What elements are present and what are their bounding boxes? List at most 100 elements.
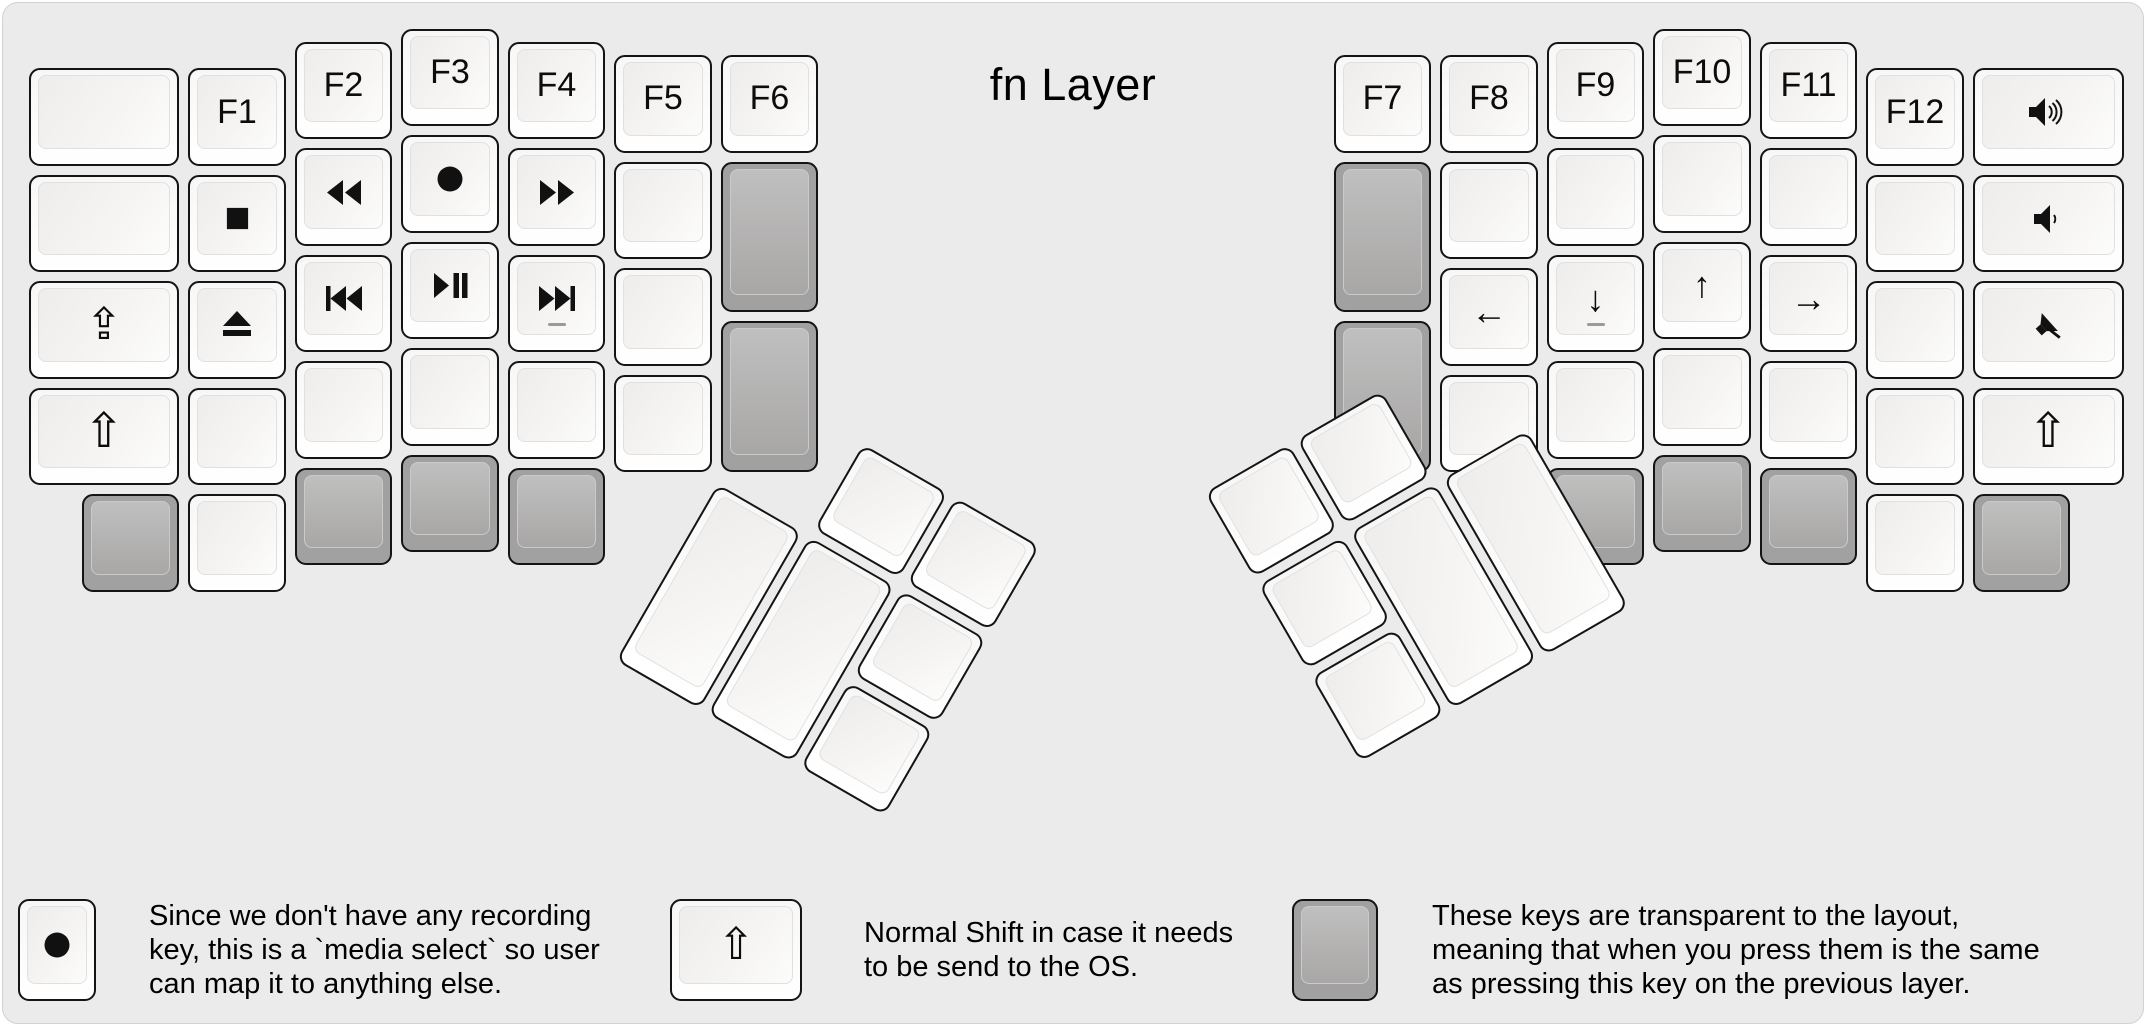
key-caps-lock: ⇪ xyxy=(28,281,180,379)
key-blank xyxy=(1866,281,1964,379)
key-label: F4 xyxy=(536,66,577,105)
key-blank xyxy=(1546,361,1645,459)
key-f12: F12 xyxy=(1866,68,1964,166)
key-rewind xyxy=(294,148,393,246)
keycap-top xyxy=(1768,155,1849,229)
keycap-top xyxy=(197,288,277,362)
key-label: F12 xyxy=(1885,92,1945,131)
key-label: F3 xyxy=(430,52,470,91)
keycap-top xyxy=(1268,546,1375,650)
keycap-top xyxy=(623,381,703,456)
key-fast-forward xyxy=(507,148,606,246)
key-label: F5 xyxy=(643,79,683,118)
keycap-top xyxy=(1301,906,1369,984)
key-blank xyxy=(507,361,606,459)
shift-right-icon: ⇧ xyxy=(2028,404,2069,458)
caps-lock-icon: ⇪ xyxy=(85,300,123,350)
key-transparent xyxy=(1759,467,1858,566)
key-transparent xyxy=(294,467,393,566)
key-blank xyxy=(1866,174,1964,273)
key-label: F8 xyxy=(1469,79,1509,118)
keycap-top: ⇪ xyxy=(37,288,171,362)
key-record xyxy=(401,135,499,233)
keycap-top xyxy=(303,155,384,229)
key-blank xyxy=(1759,148,1858,246)
shift-left-icon: ⇧ xyxy=(83,404,124,458)
key-label: F2 xyxy=(323,66,364,105)
keycap-top xyxy=(303,368,384,442)
keycap-top xyxy=(869,599,976,704)
key-transparent xyxy=(81,494,180,592)
keycap-top xyxy=(816,692,923,796)
key-blank xyxy=(1440,161,1538,260)
key-blank xyxy=(1866,494,1964,592)
key-blank xyxy=(614,268,712,366)
keycap-top xyxy=(1875,501,1955,575)
volume-up-icon xyxy=(2027,96,2069,128)
key-f1: F1 xyxy=(188,68,286,166)
key-arrow-right: → xyxy=(1759,254,1858,353)
keycap-top: ⇧ xyxy=(679,906,793,984)
key-volume-up xyxy=(1972,68,2124,166)
keycap-top xyxy=(623,168,703,243)
key-blank xyxy=(614,161,712,260)
play-pause-icon xyxy=(432,272,468,299)
next-track-icon xyxy=(537,285,577,312)
keycap-top: F12 xyxy=(1875,75,1955,149)
prev-track-icon xyxy=(324,285,364,312)
key-blank xyxy=(294,361,393,459)
keycap-top xyxy=(1875,394,1955,469)
keycap-top xyxy=(197,501,277,575)
layer-title: fn Layer xyxy=(989,59,1157,110)
key-blank xyxy=(28,174,180,273)
key-transparent xyxy=(1333,161,1432,313)
key-label: F7 xyxy=(1362,79,1403,118)
keycap-top xyxy=(1875,181,1955,256)
keycap-top xyxy=(516,155,597,229)
legend-shift-text: Normal Shift in case it needs to be send… xyxy=(864,899,1233,1001)
keycap-top xyxy=(516,368,597,442)
legend-record-line: can map it to anything else. xyxy=(149,968,503,1000)
keycap-top: F4 xyxy=(516,48,597,123)
keycap-top xyxy=(1215,454,1322,558)
legend-record-line: Since we don't have any recording xyxy=(149,900,592,932)
key-blank xyxy=(1759,361,1858,459)
key-label: F6 xyxy=(749,79,790,118)
keycap-top xyxy=(729,168,810,296)
key-transparent xyxy=(720,161,819,313)
key-shift-right: ⇧ xyxy=(1972,387,2124,486)
key-label: F10 xyxy=(1672,52,1732,91)
keycap-top: ↓ xyxy=(1555,261,1636,336)
legend-shift-line: to be send to the OS. xyxy=(864,951,1139,983)
keycap-top xyxy=(1768,368,1849,442)
key-stop xyxy=(188,174,286,273)
key-transparent xyxy=(507,467,606,566)
keycap-top xyxy=(197,181,277,256)
key-f6: F6 xyxy=(720,55,819,153)
keycap-top: F10 xyxy=(1662,35,1742,109)
keycap-top xyxy=(1768,474,1849,549)
key-next-track xyxy=(507,254,606,353)
keycap-top xyxy=(90,501,171,575)
keycap-top: → xyxy=(1768,261,1849,336)
keycap-top: ⇧ xyxy=(37,394,171,469)
key-blank xyxy=(1440,374,1538,473)
keycap-top: F6 xyxy=(729,62,810,136)
keycap-top xyxy=(516,261,597,336)
key-blank xyxy=(1653,135,1751,233)
legend-record-line: key, this is a `media select` so user xyxy=(149,934,600,966)
keycap-top xyxy=(37,181,171,256)
key-shift-left: ⇧ xyxy=(28,387,180,486)
key-f9: F9 xyxy=(1546,41,1645,140)
keycap-top xyxy=(1981,288,2115,362)
keycap-top xyxy=(1342,168,1423,296)
keycap-top: F3 xyxy=(410,35,490,109)
key-f8: F8 xyxy=(1440,55,1538,153)
keycap-top xyxy=(410,461,490,535)
key-label: F1 xyxy=(217,92,257,131)
legend-transparent-key-icon xyxy=(1292,899,1378,1001)
keycap-top xyxy=(1449,168,1529,243)
keycap-top: F1 xyxy=(197,75,277,149)
keycap-top xyxy=(410,248,490,322)
